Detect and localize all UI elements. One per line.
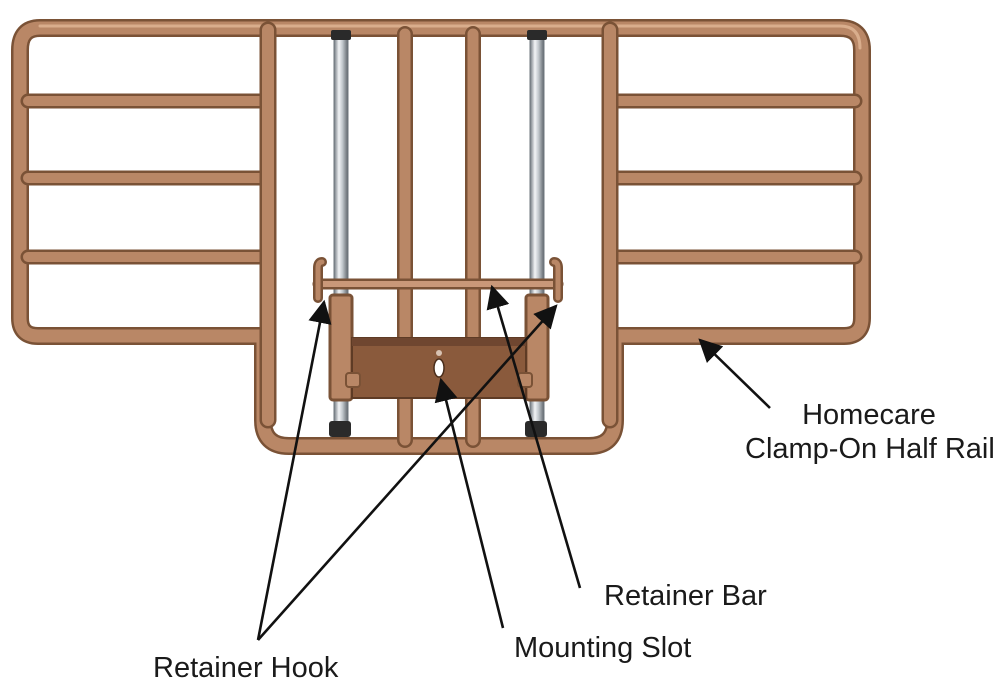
- arrow-retainer-bar: [486, 284, 582, 589]
- arrow-retainer-hook-left: [256, 299, 332, 641]
- half-rail-frame: [11, 19, 871, 455]
- arrow-mounting-slot: [434, 377, 505, 629]
- arrow-half-rail: [698, 338, 771, 409]
- label-mounting-slot: Mounting Slot: [514, 632, 692, 664]
- mounting-slot-hole: [433, 358, 445, 378]
- mounting-bracket: [345, 337, 533, 399]
- left-panel-bars: [20, 93, 270, 265]
- callout-arrows: [256, 284, 771, 641]
- right-panel-bars: [608, 93, 863, 265]
- arrow-retainer-hook-right: [257, 304, 558, 641]
- label-half-rail: Homecare Clamp-On Half Rail: [745, 398, 995, 466]
- label-retainer-bar: Retainer Bar: [604, 580, 767, 612]
- retainer-hooks: [313, 257, 563, 303]
- label-half-rail-line2: Clamp-On Half Rail: [745, 433, 995, 465]
- label-retainer-hook: Retainer Hook: [153, 652, 339, 684]
- label-half-rail-line1: Homecare: [802, 399, 936, 431]
